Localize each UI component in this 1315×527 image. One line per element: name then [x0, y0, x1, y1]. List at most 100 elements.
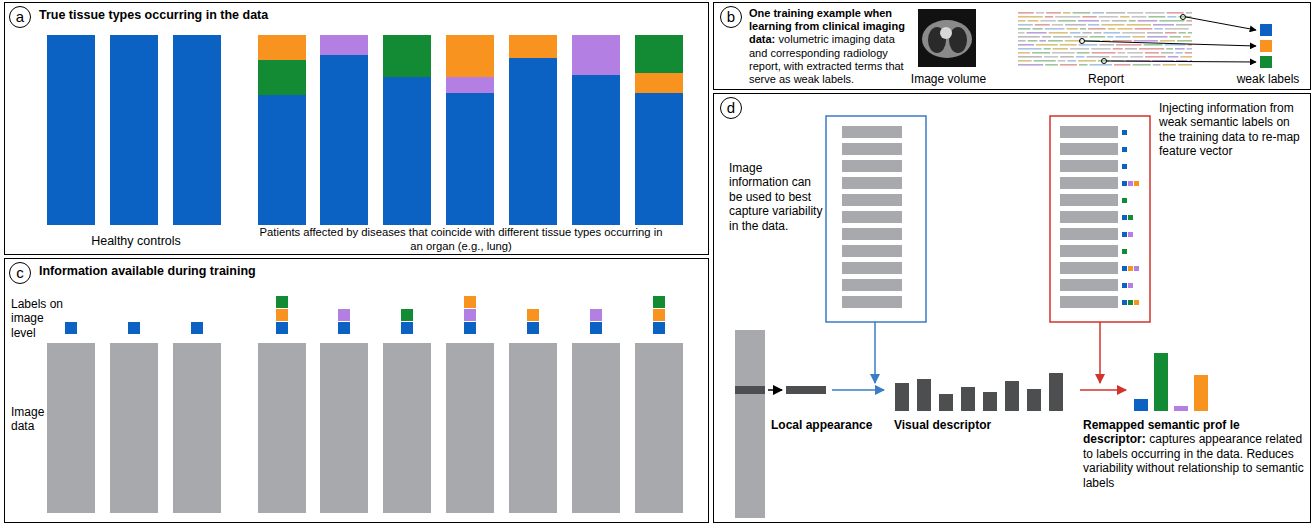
feature-row [1060, 211, 1118, 223]
report-text-line [1101, 24, 1124, 26]
tissue-segment [635, 35, 683, 73]
label-square [401, 309, 413, 321]
flow-arrow [832, 389, 884, 391]
feature-row [1060, 143, 1118, 155]
patch-band [735, 386, 765, 394]
report-text-line [1018, 20, 1026, 22]
heading-text: True tissue types occurring in the data [39, 8, 268, 22]
report-text-line [1129, 20, 1136, 22]
feature-row [1060, 194, 1118, 206]
text-block: Local appearance [771, 418, 883, 432]
report-text-line [1086, 56, 1109, 58]
report-text-line [1186, 20, 1192, 22]
body-text: Report [1088, 72, 1124, 86]
body-text: Image volume [911, 72, 986, 86]
flow-arrow [768, 389, 782, 391]
report-text-line [1127, 52, 1143, 54]
report-text-line [1160, 40, 1175, 42]
feature-row [842, 177, 902, 189]
local-appearance-bar [786, 386, 826, 394]
report-text-line [1091, 48, 1111, 50]
report-text-line [1076, 56, 1085, 58]
report-text-line [1127, 24, 1152, 26]
label-square [276, 322, 288, 334]
tissue-segment [258, 60, 306, 95]
panel-letter: a [9, 6, 31, 28]
report-text-line [1077, 52, 1090, 54]
text-block: Labels on image level [11, 297, 71, 340]
report-text-line [1177, 40, 1192, 42]
ct-lung [949, 27, 967, 53]
body-text: c [16, 264, 24, 281]
label-dot [1128, 266, 1133, 271]
report-text-line [1176, 52, 1183, 54]
report-text-line [1018, 48, 1042, 50]
report-text-line [1018, 16, 1043, 18]
report-text-line [1045, 16, 1053, 18]
report-text-line [1132, 16, 1147, 18]
feature-row [842, 228, 902, 240]
ct-heart [940, 27, 952, 39]
report-text-line [1053, 48, 1068, 50]
label-square [191, 322, 203, 334]
report-text-line [1073, 12, 1091, 14]
report-text-line [1122, 32, 1145, 34]
report-text-line [1168, 56, 1179, 58]
report-text-line [1074, 36, 1088, 38]
body-text: d [727, 99, 735, 116]
image-column [735, 330, 765, 518]
term-marker [1080, 39, 1085, 44]
report-text-line [1147, 32, 1163, 34]
report-text-line [1154, 28, 1163, 30]
feature-row [1060, 126, 1118, 138]
body-text: Image information can be used to best ca… [729, 161, 822, 233]
panel-letter: b [720, 6, 742, 28]
report-text-line [1134, 40, 1158, 42]
report-text-line [1032, 52, 1050, 54]
feature-row [1060, 177, 1118, 189]
feature-row [842, 194, 902, 206]
body-text: weak labels [1237, 72, 1300, 86]
report-text-line [1163, 64, 1177, 66]
report-text-line [1018, 64, 1043, 66]
descriptor-bar [961, 387, 975, 411]
feature-row [842, 143, 902, 155]
text-block: Report [1061, 72, 1151, 86]
text-block: Image volume [901, 72, 996, 86]
report-text-line [1032, 28, 1042, 30]
semantic-bar [1134, 399, 1148, 411]
report-text-line [1106, 12, 1125, 14]
image-bar [446, 343, 494, 513]
report-text-line [1167, 12, 1184, 14]
panel: dImage information can be used to best c… [713, 93, 1311, 523]
feature-row [842, 262, 902, 274]
report-text-line [1148, 16, 1165, 18]
report-text-line [1092, 52, 1116, 54]
report-text-line [1114, 64, 1131, 66]
term-marker [1181, 15, 1186, 20]
report-text-line [1042, 36, 1051, 38]
tissue-bar [635, 35, 683, 225]
text-block: True tissue types occurring in the data [39, 8, 639, 23]
report-text-line [1052, 24, 1063, 26]
report-text-line [1133, 64, 1151, 66]
body-text: Image data [11, 405, 44, 433]
report-text-line [1063, 12, 1071, 14]
label-dot [1122, 181, 1127, 186]
report-text-line [1145, 52, 1159, 54]
report-text-line [1167, 16, 1176, 18]
report-text-line [1039, 40, 1046, 42]
label-square [65, 322, 77, 334]
feature-row [1060, 228, 1118, 240]
weak-label-square [1260, 40, 1272, 52]
report-text-line [1046, 12, 1061, 14]
label-dot [1134, 181, 1139, 186]
label-square [338, 322, 350, 334]
image-bar [173, 343, 221, 513]
report-text-line [1145, 56, 1166, 58]
report-text-line [1036, 12, 1044, 14]
label-dot [1128, 215, 1133, 220]
feature-row [1060, 262, 1118, 274]
report-text-line [1135, 28, 1153, 30]
report-text-line [1116, 44, 1141, 46]
